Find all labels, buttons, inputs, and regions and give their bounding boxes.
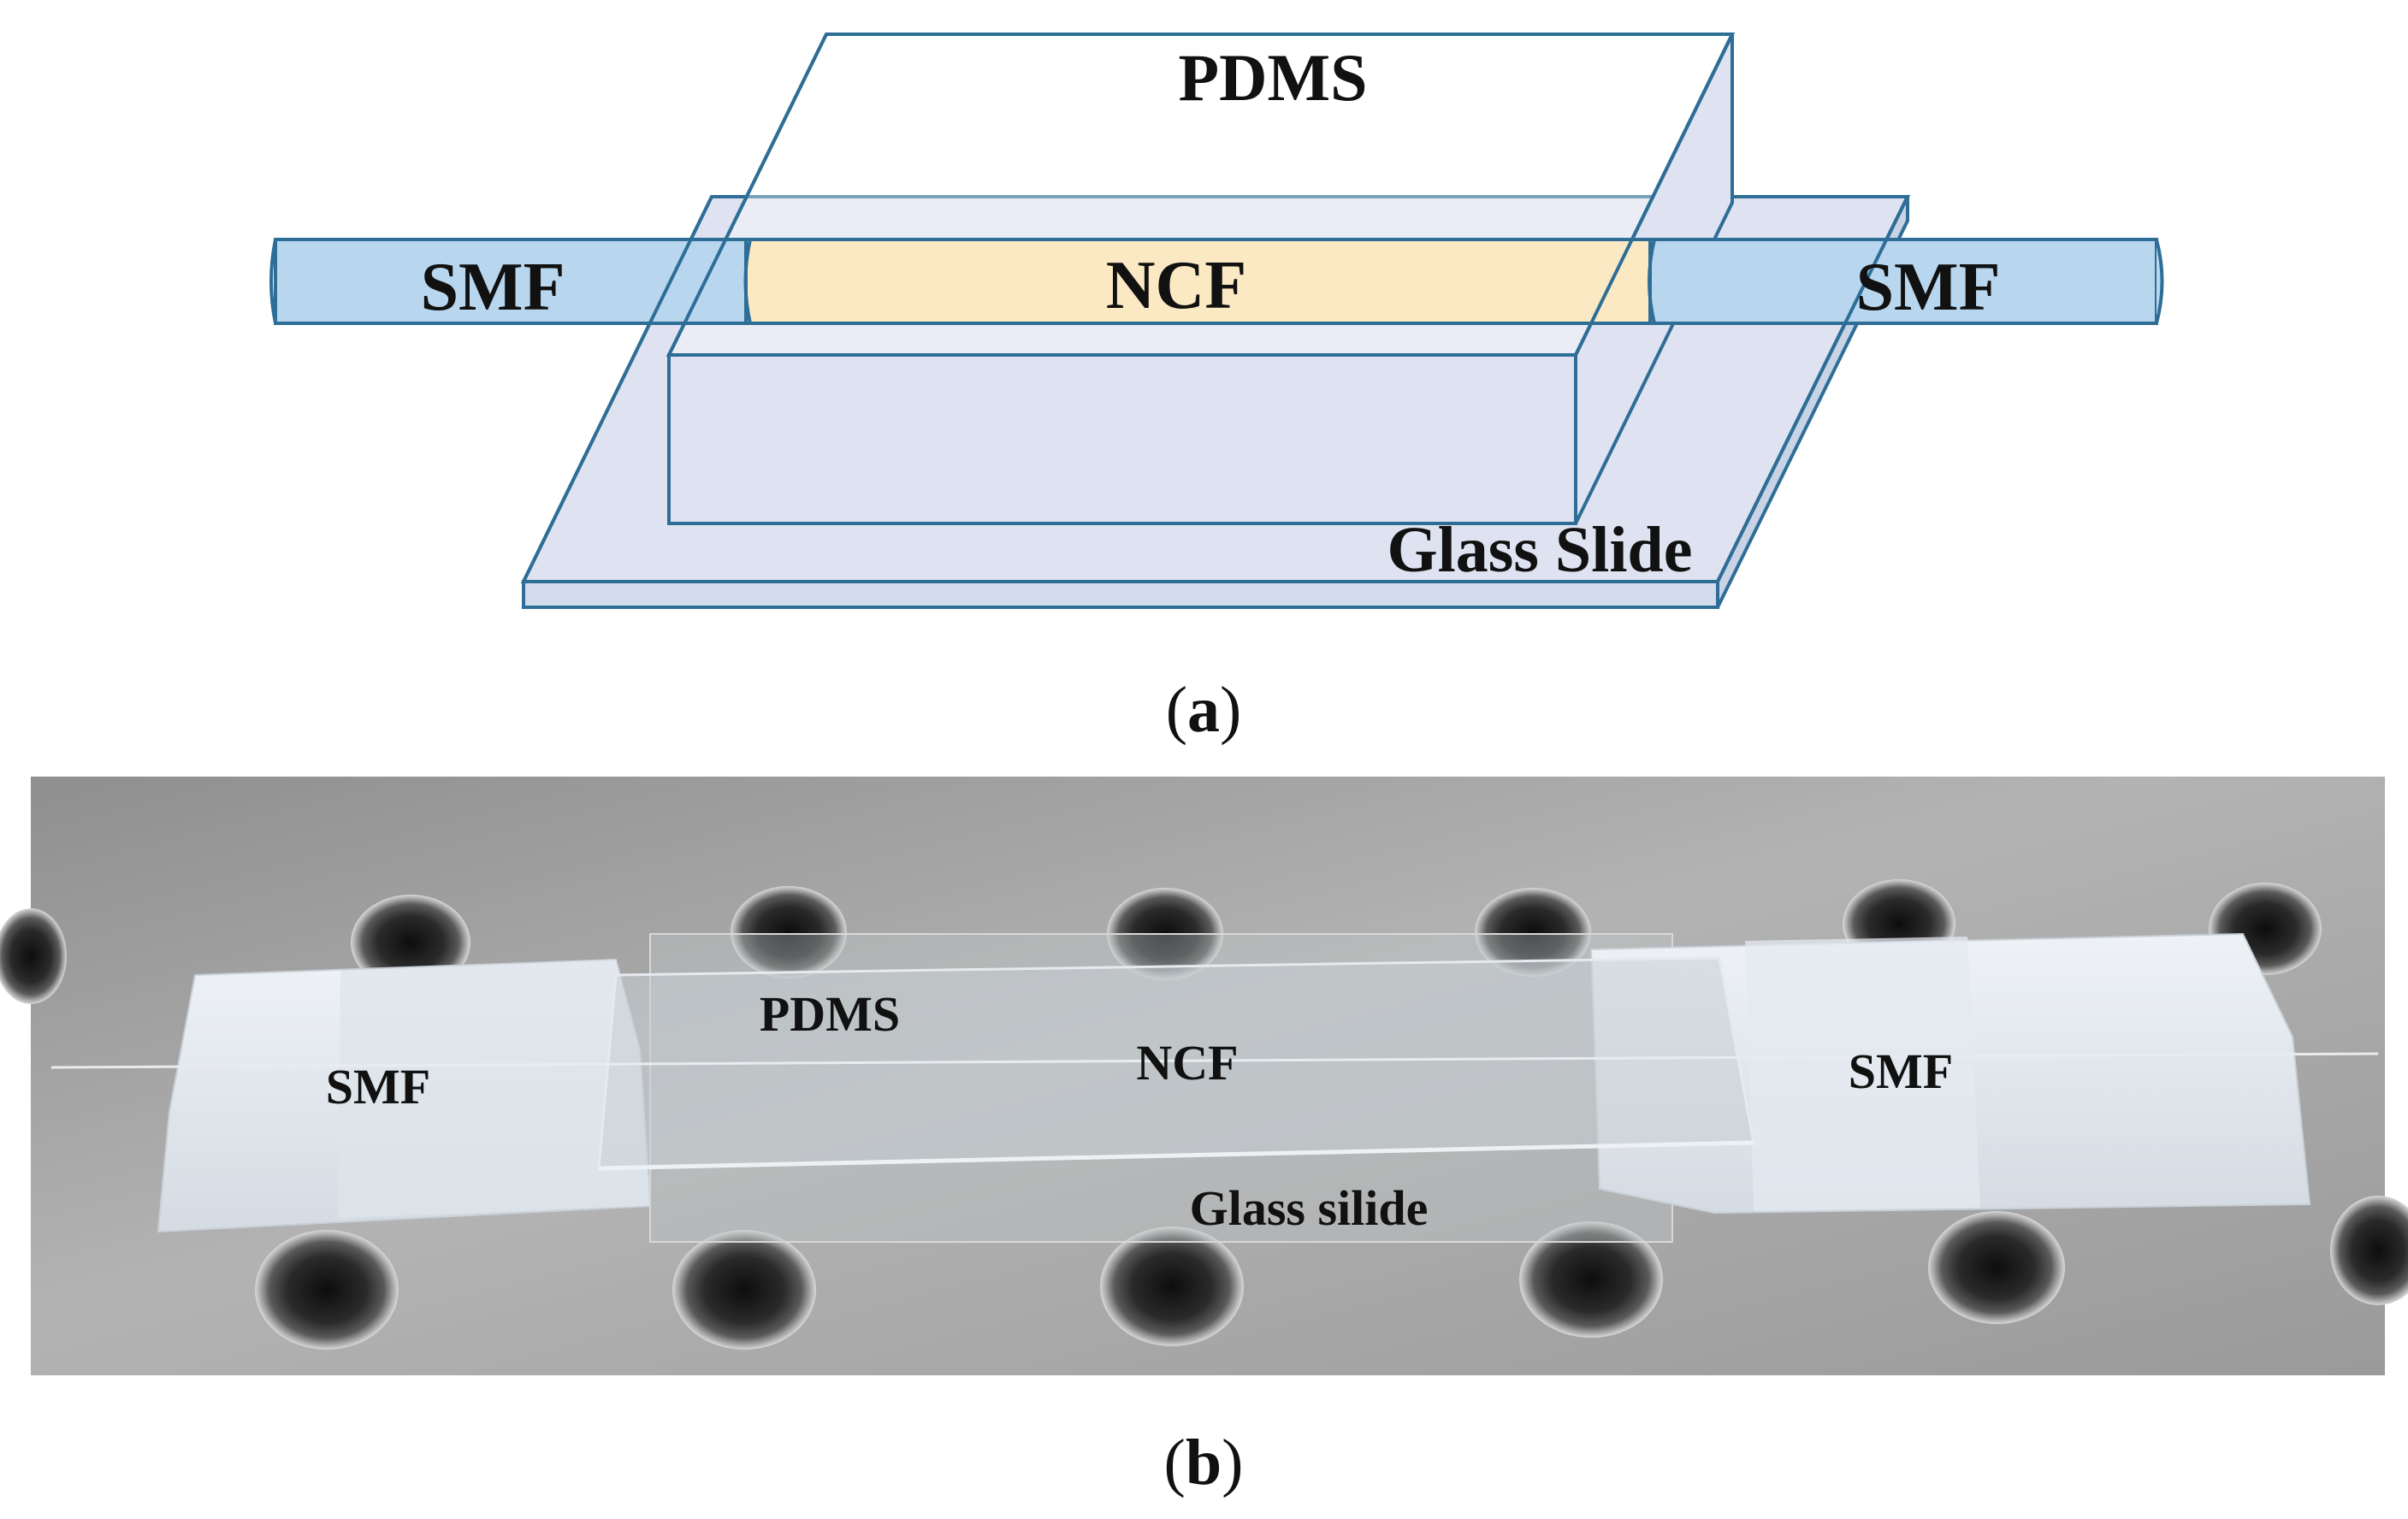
smf-right-label: SMF <box>1856 250 2001 325</box>
pdms-block-front <box>667 353 1577 525</box>
smf-right-fiber <box>1648 238 2158 325</box>
pdms-edge-right <box>1574 33 1734 356</box>
smf-left-label: SMF <box>421 250 565 325</box>
screw-hole <box>2330 1196 2408 1305</box>
schematic-panel-a: PDMS NCF SMF SMF Glass Slide <box>269 33 2164 609</box>
screw-hole <box>255 1230 399 1350</box>
ncf-label: NCF <box>1106 248 1246 323</box>
photo-pdms-label: PDMS <box>760 986 900 1042</box>
screw-hole <box>672 1230 816 1350</box>
fiber-photo <box>50 1052 2379 1069</box>
photo-ncf-label: NCF <box>1136 1035 1238 1090</box>
screw-hole <box>0 908 67 1004</box>
glass-edge-left <box>522 196 713 582</box>
screw-hole <box>1100 1226 1244 1346</box>
glass-slide-label: Glass Slide <box>1387 514 1693 586</box>
ncf-fiber <box>744 238 1656 325</box>
fiber-end-cap-left <box>269 239 277 324</box>
screw-hole <box>731 886 847 978</box>
fiber-end-cap-right <box>2155 239 2164 324</box>
pdms-front-edge <box>598 1140 1754 1171</box>
screw-hole <box>1519 1221 1663 1338</box>
screw-hole <box>1475 888 1591 977</box>
pdms-edge-left <box>667 33 828 356</box>
photo-glass-label: Glass silide <box>1190 1180 1429 1236</box>
photo-smf-right-label: SMF <box>1849 1043 1953 1099</box>
pdms-label: PDMS <box>1179 40 1368 115</box>
glass-edge-right <box>1716 196 1909 582</box>
tape-right-layer <box>1745 937 1980 1211</box>
splice-right <box>1648 239 1656 324</box>
photo-smf-left-label: SMF <box>326 1059 430 1114</box>
caption-b: (b) <box>1164 1427 1244 1498</box>
splice-left <box>743 239 752 324</box>
tape-left-layer <box>338 960 650 1218</box>
photo-panel-b: PDMS NCF SMF SMF Glass silide <box>0 777 2408 1375</box>
screw-hole <box>1928 1211 2065 1324</box>
caption-a: (a) <box>1166 674 1242 746</box>
